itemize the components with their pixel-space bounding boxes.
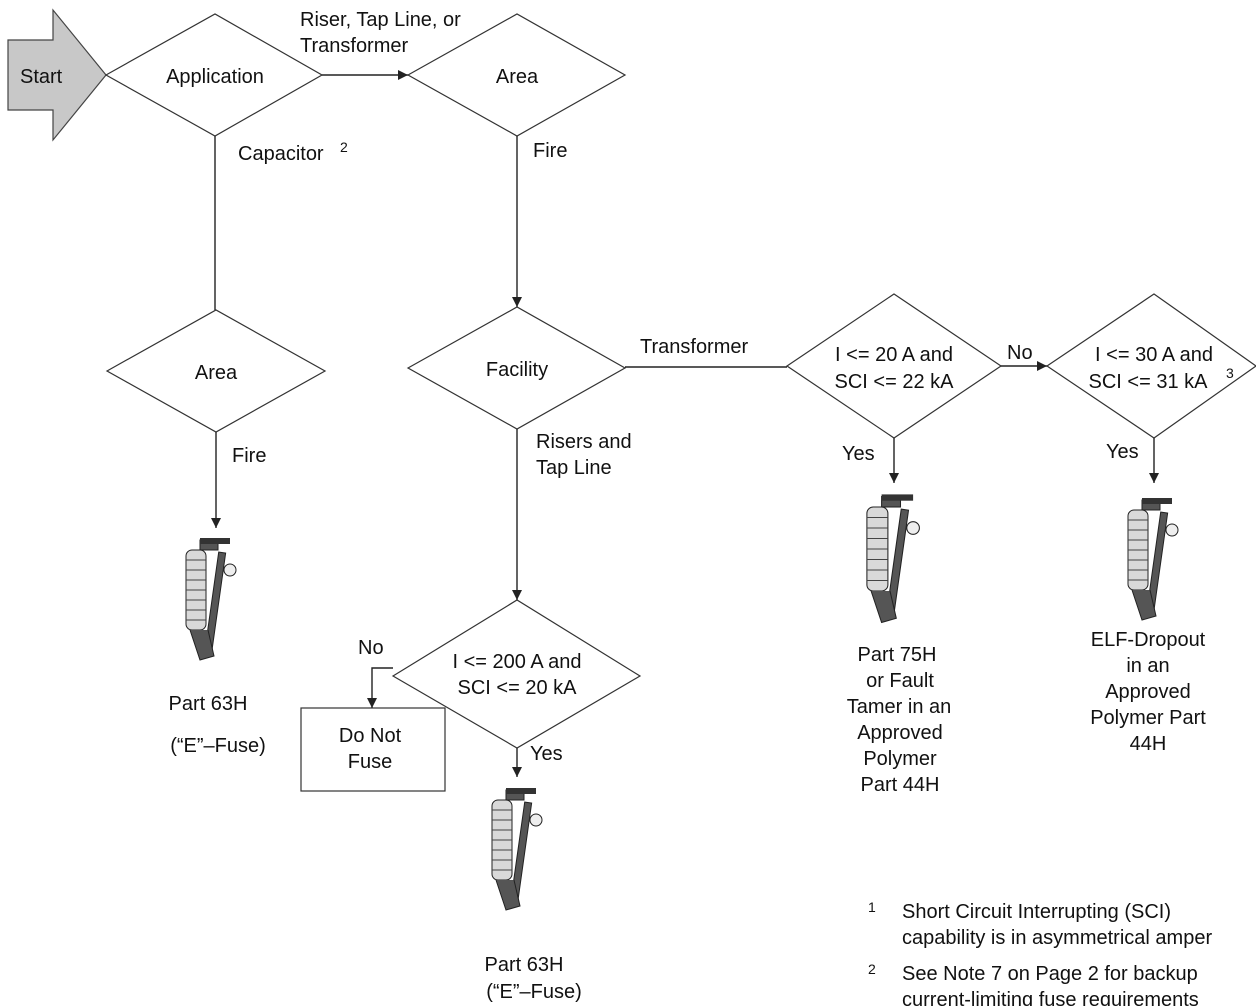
current-20a-decision: I <= 20 A and SCI <= 22 kA — [785, 293, 1003, 439]
outcome-75h-line3: Tamer in an — [847, 696, 952, 718]
outcome-75h-line1: Part 75H — [858, 644, 937, 666]
outcome-elf-line4: Polymer Part — [1090, 707, 1206, 729]
edge-label-no-200a: No — [358, 637, 384, 659]
footnote-2-number: 2 — [868, 961, 876, 977]
edge-labels: Riser, Tap Line, or Transformer Capacito… — [232, 9, 1139, 765]
area-top-decision: Area — [406, 13, 627, 137]
fuse-icon — [1127, 497, 1179, 621]
facility-decision: Facility — [406, 306, 627, 430]
do-not-fuse-line2: Fuse — [348, 751, 392, 773]
current-200a-line1: I <= 200 A and — [452, 651, 581, 673]
edge-label-riser-1: Riser, Tap Line, or — [300, 9, 461, 31]
fuse-icon — [491, 787, 543, 911]
application-decision: Application — [104, 13, 324, 137]
footnote-1-number: 1 — [868, 899, 876, 915]
current-200a-line2: SCI <= 20 kA — [458, 677, 578, 699]
outcome-elf-line2: in an — [1126, 655, 1169, 677]
footnote-2-line2: current-limiting fuse requirements — [902, 989, 1199, 1006]
outcome-elf-line5: 44H — [1130, 733, 1167, 755]
outcome-75h-line2: or Fault — [866, 670, 934, 692]
area-left-decision: Area — [105, 309, 327, 433]
outcome-elf: ELF-Dropout in an Approved Polymer Part … — [1090, 629, 1206, 755]
fuse-icon — [866, 493, 920, 624]
current-30a-decision: I <= 30 A and SCI <= 31 kA 3 — [1045, 293, 1256, 439]
edge-label-transformer: Transformer — [640, 336, 749, 358]
facility-label: Facility — [486, 359, 548, 381]
outcome-left-line1: Part 63H — [169, 693, 248, 715]
outcome-left-line2: (“E”–Fuse) — [170, 735, 266, 757]
edge-label-riser-2: Transformer — [300, 35, 409, 57]
area-top-label: Area — [496, 66, 539, 88]
footnotes: 1 Short Circuit Interrupting (SCI) capab… — [868, 899, 1212, 1006]
outcome-bottom-line2: (“E”–Fuse) — [486, 981, 582, 1003]
outcome-elf-line1: ELF-Dropout — [1091, 629, 1206, 651]
edge-label-fire-left: Fire — [232, 445, 266, 467]
outcome-bottom-line1: Part 63H — [485, 954, 564, 976]
current-20a-line2: SCI <= 22 kA — [835, 371, 955, 393]
current-30a-line2: SCI <= 31 kA — [1089, 371, 1209, 393]
outcome-bottom: Part 63H (“E”–Fuse) — [485, 954, 582, 1003]
application-label: Application — [166, 66, 264, 88]
outcome-75h-line4: Approved — [857, 722, 943, 744]
do-not-fuse-box: Do Not Fuse — [300, 707, 446, 792]
edge-label-yes-30a: Yes — [1106, 441, 1139, 463]
edge-label-fire-top: Fire — [533, 140, 567, 162]
outcome-75h-line5: Polymer — [863, 748, 937, 770]
edge-label-no-20a: No — [1007, 342, 1033, 364]
footnote-1-line1: Short Circuit Interrupting (SCI) — [902, 901, 1171, 923]
outcome-75h-line6: Part 44H — [861, 774, 940, 796]
connectors — [211, 70, 1159, 777]
edge-label-yes-20a: Yes — [842, 443, 875, 465]
outcome-elf-line3: Approved — [1105, 681, 1191, 703]
outcome-left: Part 63H (“E”–Fuse) — [169, 693, 266, 757]
footnote-1-line2: capability is in asymmetrical amper — [902, 927, 1212, 949]
start-arrow: Start — [7, 8, 107, 142]
footnote-2-marker: 2 — [340, 139, 348, 155]
current-200a-decision: I <= 200 A and SCI <= 20 kA — [391, 599, 642, 749]
area-left-label: Area — [195, 362, 238, 384]
edge-label-capacitor: Capacitor — [238, 143, 324, 165]
edge-label-risers-2: Tap Line — [536, 457, 612, 479]
current-20a-line1: I <= 20 A and — [835, 344, 953, 366]
edge-label-yes-200a: Yes — [530, 743, 563, 765]
do-not-fuse-line1: Do Not — [339, 725, 402, 747]
start-label: Start — [20, 66, 63, 88]
footnote-3-marker: 3 — [1226, 365, 1234, 381]
edge-200a-no — [367, 667, 393, 708]
outcome-75h: Part 75H or Fault Tamer in an Approved P… — [847, 644, 952, 796]
fuse-icon — [185, 537, 237, 661]
current-30a-line1: I <= 30 A and — [1095, 344, 1213, 366]
footnote-2-line1: See Note 7 on Page 2 for backup — [902, 963, 1198, 985]
edge-label-risers-1: Risers and — [536, 431, 632, 453]
